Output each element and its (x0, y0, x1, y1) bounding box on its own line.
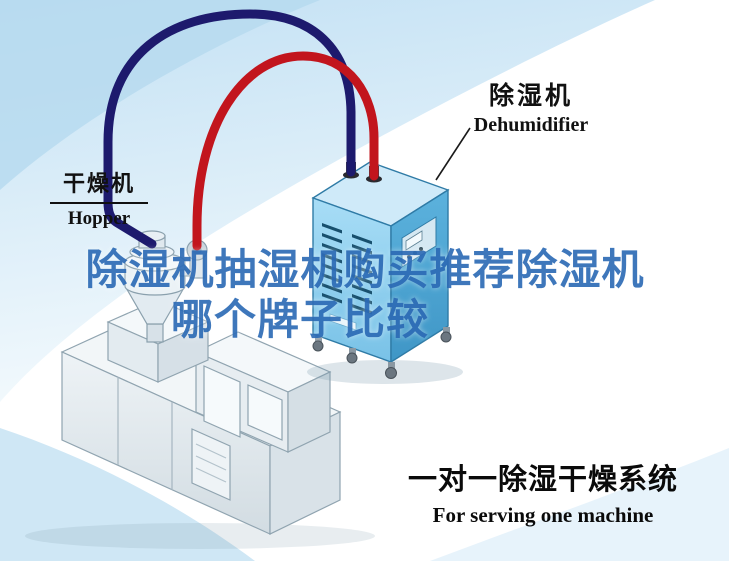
air-hoses (103, 9, 379, 251)
machine-shadow (25, 523, 375, 549)
hopper-label: 干燥机 Hopper (50, 166, 148, 230)
system-caption-en: For serving one machine (432, 503, 654, 527)
barrel-cabinet-right (287, 371, 331, 453)
caster-wheel (440, 331, 452, 343)
control-panel (401, 216, 437, 268)
caster-wheel (346, 352, 358, 364)
bg-corner-band (0, 0, 320, 190)
dehumidifier-label: 除湿机 Dehumidifier (452, 76, 610, 137)
control-button (407, 255, 411, 259)
dehumidifier-label-en: Dehumidifier (473, 114, 589, 136)
control-display (405, 230, 423, 251)
door-slat (195, 443, 227, 459)
cabinet-door-1 (203, 365, 241, 438)
caster-mount (315, 336, 322, 344)
supply-hose-red (192, 51, 379, 251)
system-caption: 一对一除湿干燥系统 For serving one machine (393, 456, 693, 528)
dehumidifier-label-cn: 除湿机 (488, 81, 573, 110)
casters (312, 327, 452, 379)
hopper-dryer (123, 230, 208, 343)
caster-mount (443, 327, 450, 335)
caster-wheel (312, 340, 324, 352)
hopper-label-en: Hopper (67, 208, 131, 229)
dehumidifier-shadow (307, 360, 463, 384)
hopper-pump-link (179, 269, 191, 277)
hopper-pedestal-right (157, 321, 209, 383)
door-slat (195, 467, 227, 483)
control-button (419, 247, 423, 251)
bg-bottom-left-sweep (0, 428, 255, 561)
door-slat (195, 455, 227, 471)
caster-mount (388, 362, 395, 371)
caster-wheel (385, 367, 397, 379)
watermark-line2: 哪个牌子比较 (170, 295, 429, 344)
bg-top-left-sweep (0, 0, 655, 402)
system-caption-cn: 一对一除湿干燥系统 (407, 462, 678, 496)
dehumidifier-unit (307, 161, 463, 384)
front-badge (329, 313, 357, 331)
bg-bottom-right-band (430, 448, 729, 561)
hopper-label-cn: 干燥机 (50, 166, 148, 204)
dehumidifier-leader-line (435, 127, 471, 181)
return-hose-navy (103, 9, 356, 249)
cabinet-door-2 (247, 384, 283, 441)
caster-mount (349, 348, 356, 356)
control-button (413, 251, 417, 255)
watermark-line1: 除湿机抽湿机购买推荐除湿机 (85, 245, 645, 294)
